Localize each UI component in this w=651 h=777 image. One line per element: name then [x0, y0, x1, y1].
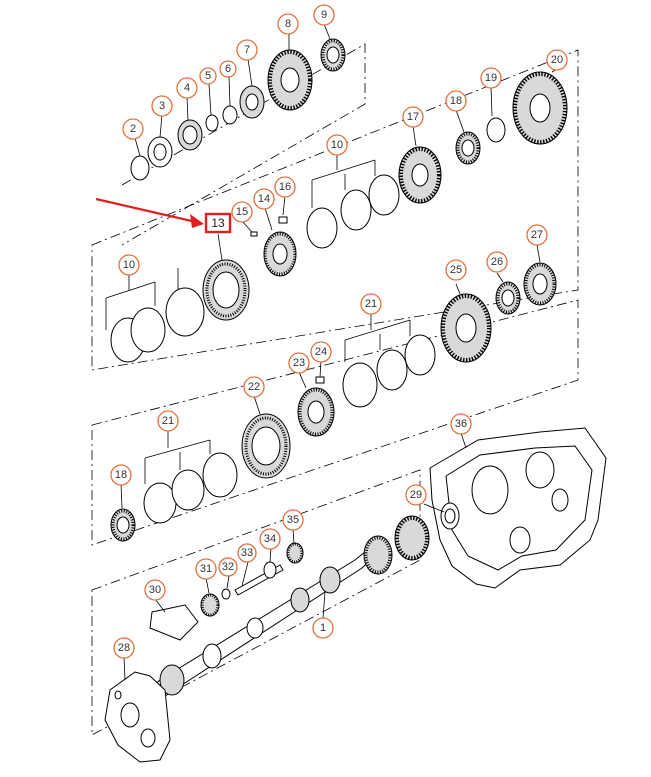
callout-2: 2 — [122, 118, 144, 140]
callout-label: 2 — [130, 123, 136, 135]
callout-22: 22 — [243, 376, 265, 398]
callout-33: 33 — [237, 543, 257, 563]
callout-label: 33 — [241, 547, 253, 559]
callout-label: 15 — [236, 206, 248, 218]
callout-35: 35 — [282, 509, 304, 531]
leader-lines — [105, 23, 558, 681]
callout-label: 21 — [162, 415, 174, 427]
callout-30: 30 — [144, 579, 166, 601]
callout-label: 26 — [491, 256, 503, 268]
callout-label: 23 — [293, 357, 305, 369]
row2-parts — [110, 71, 568, 363]
callout-label: 16 — [279, 181, 291, 193]
callout-label: 27 — [531, 229, 543, 241]
callout-27: 27 — [526, 224, 548, 246]
callout-14: 14 — [253, 188, 275, 210]
callout-19: 19 — [480, 67, 502, 89]
callout-29: 29 — [405, 484, 427, 506]
callout-10-row2-left: 10 — [118, 254, 140, 276]
callout-5: 5 — [199, 67, 217, 85]
callout-1: 1 — [312, 617, 334, 639]
callout-label: 24 — [315, 346, 327, 358]
callout-36: 36 — [450, 413, 472, 435]
callout-label: 8 — [285, 18, 291, 30]
callout-label: 28 — [118, 642, 130, 654]
callout-31: 31 — [195, 558, 217, 580]
callout-18-row2: 18 — [445, 90, 467, 112]
callout-label: 4 — [184, 82, 190, 94]
callout-34: 34 — [259, 528, 281, 550]
callout-10-row2-right: 10 — [326, 134, 348, 156]
callout-labels: 1 2 3 4 5 6 7 8 9 10 10 14 15 16 17 18 1… — [110, 4, 568, 659]
callout-23: 23 — [288, 352, 310, 374]
callout-label: 34 — [264, 533, 276, 545]
highlight-label: 13 — [211, 216, 225, 230]
callout-label: 17 — [407, 111, 419, 123]
callout-21-row3-left: 21 — [157, 410, 179, 432]
callout-label: 31 — [200, 563, 212, 575]
callout-label: 29 — [410, 489, 422, 501]
callout-label: 35 — [287, 514, 299, 526]
callout-8: 8 — [277, 13, 299, 35]
callout-label: 18 — [450, 95, 462, 107]
callout-label: 9 — [321, 9, 327, 21]
callout-label: 19 — [485, 72, 497, 84]
callout-28: 28 — [113, 637, 135, 659]
callout-25: 25 — [445, 259, 467, 281]
callout-label: 1 — [320, 622, 326, 634]
callout-label: 14 — [258, 193, 270, 205]
callout-label: 30 — [149, 584, 161, 596]
callout-label: 5 — [205, 70, 211, 82]
callout-label: 21 — [365, 298, 377, 310]
callout-label: 10 — [123, 259, 135, 271]
row3-parts — [110, 262, 557, 542]
highlight-arrow — [95, 197, 204, 228]
callout-label: 20 — [551, 54, 563, 66]
callout-18-row3: 18 — [110, 464, 132, 486]
callout-6: 6 — [219, 60, 237, 78]
callout-20: 20 — [546, 49, 568, 71]
callout-label: 36 — [455, 418, 467, 430]
callout-label: 22 — [248, 381, 260, 393]
callout-label: 3 — [159, 100, 165, 112]
callout-label: 18 — [115, 469, 127, 481]
callout-17: 17 — [402, 106, 424, 128]
callout-label: 25 — [450, 264, 462, 276]
callout-21-row3-right: 21 — [360, 293, 382, 315]
callout-4: 4 — [176, 77, 198, 99]
callout-label: 7 — [244, 44, 250, 56]
callout-label: 10 — [331, 139, 343, 151]
row4-parts — [104, 427, 607, 763]
callout-26: 26 — [486, 251, 508, 273]
callout-16: 16 — [274, 176, 296, 198]
highlight-callout-13: 13 — [204, 212, 232, 234]
callout-15: 15 — [231, 201, 253, 223]
callout-label: 32 — [222, 561, 234, 573]
callout-32: 32 — [218, 557, 238, 577]
callout-24: 24 — [310, 341, 332, 363]
callout-3: 3 — [151, 95, 173, 117]
callout-9: 9 — [313, 4, 335, 26]
callout-7: 7 — [236, 39, 258, 61]
callout-label: 6 — [225, 63, 231, 75]
